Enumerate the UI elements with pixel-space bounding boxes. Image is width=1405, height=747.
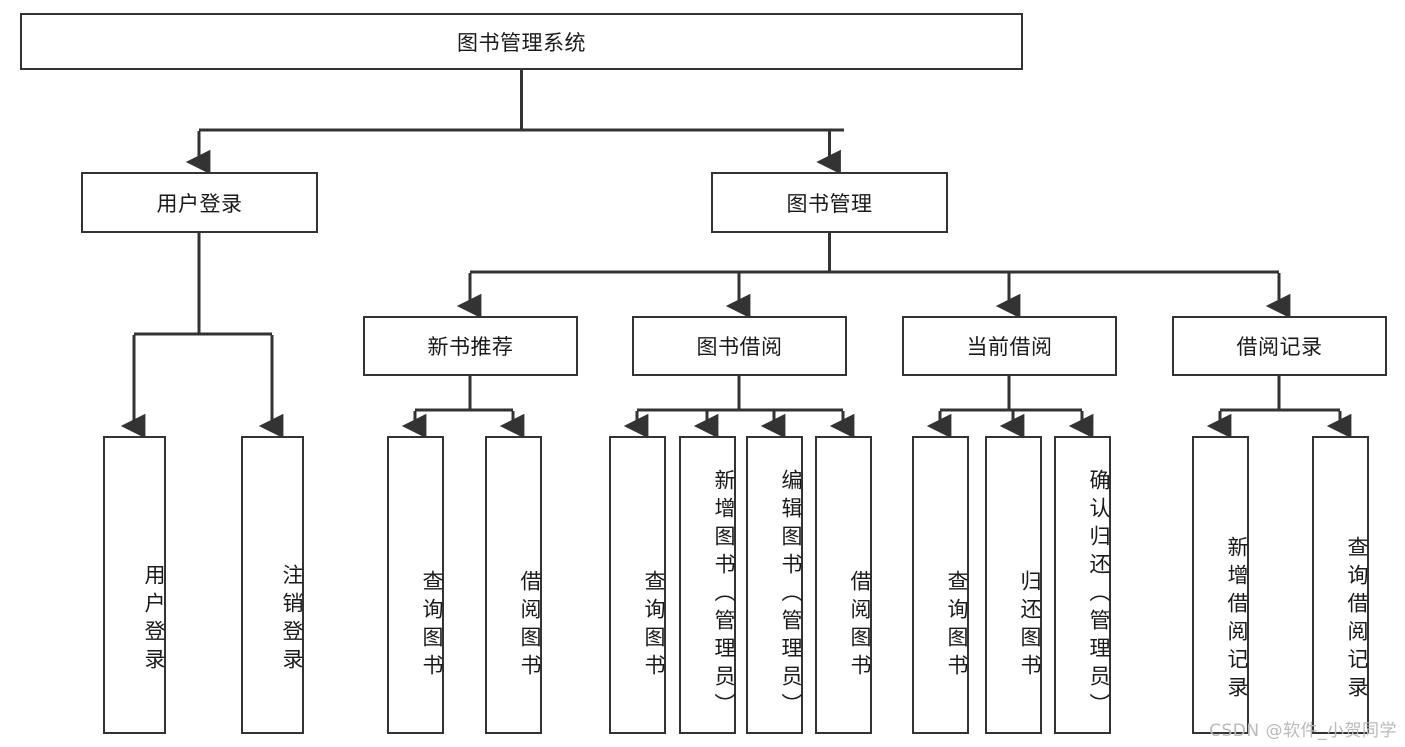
node-leaf-add-book[interactable]: 新增图书（管理员） (679, 436, 736, 734)
node-leaf-add-record[interactable]: 新增借阅记录 (1192, 436, 1249, 734)
node-leaf-query-book-cur-label: 查询图书 (945, 570, 969, 682)
node-leaf-confirm-return[interactable]: 确认归还（管理员） (1054, 436, 1111, 734)
node-current-borrow-label: 当前借阅 (966, 335, 1053, 359)
node-leaf-borrow-book-label: 借阅图书 (848, 570, 872, 682)
node-user-login-label: 用户登录 (156, 191, 243, 216)
node-leaf-borrow-book-new-label: 借阅图书 (518, 570, 542, 682)
node-book-manage-label: 图书管理 (786, 191, 873, 216)
node-user-login[interactable]: 用户登录 (81, 172, 318, 233)
node-leaf-confirm-return-label: 确认归还（管理员） (1087, 469, 1111, 721)
node-current-borrow[interactable]: 当前借阅 (902, 316, 1117, 376)
node-borrow-record-label: 借阅记录 (1236, 335, 1323, 359)
node-leaf-return-book[interactable]: 归还图书 (985, 436, 1042, 734)
node-borrow-record[interactable]: 借阅记录 (1172, 316, 1387, 376)
node-root[interactable]: 图书管理系统 (20, 13, 1023, 70)
node-leaf-add-book-label: 新增图书（管理员） (712, 469, 736, 721)
node-leaf-borrow-book-new[interactable]: 借阅图书 (485, 436, 542, 734)
node-leaf-user-login-label: 用户登录 (142, 564, 166, 676)
node-leaf-borrow-book[interactable]: 借阅图书 (815, 436, 872, 734)
node-book-borrow[interactable]: 图书借阅 (632, 316, 847, 376)
node-leaf-add-record-label: 新增借阅记录 (1225, 536, 1249, 704)
node-leaf-query-record[interactable]: 查询借阅记录 (1312, 436, 1369, 734)
node-leaf-query-book-new[interactable]: 查询图书 (387, 436, 444, 734)
node-new-book-rec[interactable]: 新书推荐 (363, 316, 578, 376)
node-leaf-return-book-label: 归还图书 (1018, 570, 1042, 682)
node-leaf-edit-book-label: 编辑图书（管理员） (779, 469, 803, 721)
node-leaf-query-record-label: 查询借阅记录 (1345, 536, 1369, 704)
node-leaf-query-book-borrow[interactable]: 查询图书 (609, 436, 666, 734)
node-leaf-user-login[interactable]: 用户登录 (103, 436, 166, 734)
node-new-book-rec-label: 新书推荐 (427, 335, 514, 359)
node-leaf-query-book-cur[interactable]: 查询图书 (912, 436, 969, 734)
node-leaf-query-book-new-label: 查询图书 (420, 570, 444, 682)
watermark: CSDN @软件_小贺同学 (1209, 721, 1397, 741)
node-leaf-user-logout-label: 注销登录 (280, 564, 304, 676)
node-root-label: 图书管理系统 (457, 30, 586, 55)
node-leaf-edit-book[interactable]: 编辑图书（管理员） (746, 436, 803, 734)
node-book-manage[interactable]: 图书管理 (711, 172, 948, 233)
node-leaf-user-logout[interactable]: 注销登录 (241, 436, 304, 734)
node-leaf-query-book-borrow-label: 查询图书 (642, 570, 666, 682)
node-book-borrow-label: 图书借阅 (696, 335, 783, 359)
